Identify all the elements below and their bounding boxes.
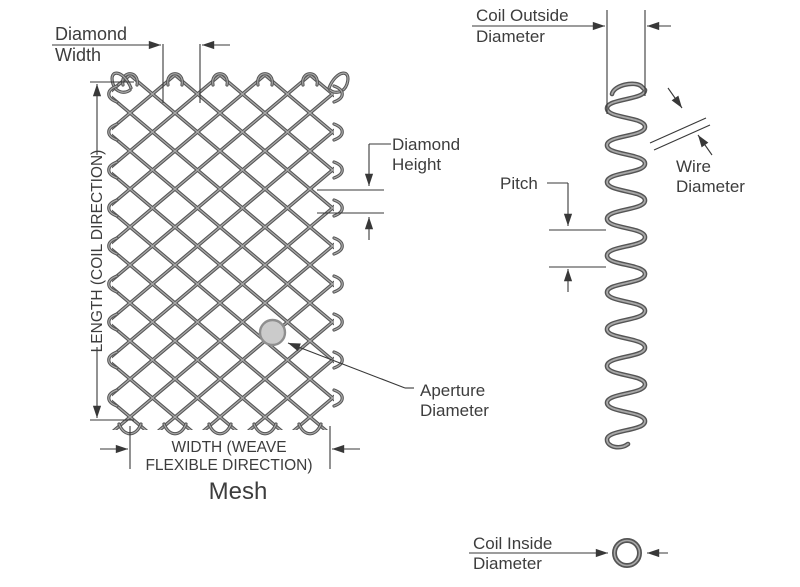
pitch-dimension: Pitch	[500, 174, 606, 292]
width-axis-label-line2: FLEXIBLE DIRECTION)	[145, 457, 312, 474]
coil-inside-label-line2: Diameter	[473, 554, 542, 573]
aperture-label-line2: Diameter	[420, 401, 489, 420]
aperture-label-line1: Aperture	[420, 381, 485, 400]
diamond-height-label-line1: Diamond	[392, 135, 460, 154]
diamond-width-label-line1: Diamond	[55, 24, 127, 44]
aperture-leader-line	[287, 342, 406, 389]
coil-outside-diameter-dimension: Coil Outside Diameter	[472, 6, 671, 114]
wire-diameter-label-line2: Diameter	[676, 177, 745, 196]
wire-diameter-line-lower	[653, 124, 711, 151]
coil-side-view	[604, 81, 648, 450]
aperture-diameter-callout: Aperture Diameter	[258, 318, 489, 420]
length-dimension: LENGTH (COIL DIRECTION)	[89, 81, 134, 421]
mesh-caption: Mesh	[209, 478, 268, 505]
diamond-width-label-line2: Width	[55, 45, 101, 65]
coil-cross-section-ring-highlight	[613, 539, 641, 567]
diamond-height-dimension: Diamond Height	[317, 135, 460, 240]
aperture-circle-icon	[258, 318, 287, 347]
coil-inside-diameter-callout: Coil Inside Diameter	[469, 534, 668, 573]
width-dimension: WIDTH (WEAVE FLEXIBLE DIRECTION)	[100, 426, 360, 474]
pitch-label: Pitch	[500, 174, 538, 193]
mesh-fabric	[107, 71, 350, 436]
wire-diameter-label-line1: Wire	[676, 157, 711, 176]
wire-diameter-arrow-lower	[697, 134, 713, 156]
wire-diameter-line-upper	[649, 117, 707, 144]
mesh-weave-area	[112, 75, 334, 430]
coil-outside-label-line1: Coil Outside	[476, 6, 569, 25]
length-axis-label: LENGTH (COIL DIRECTION)	[89, 150, 106, 353]
coil-inside-label-line1: Coil Inside	[473, 534, 552, 553]
width-axis-label-line1: WIDTH (WEAVE	[171, 439, 286, 456]
wire-diameter-arrow-upper	[667, 87, 683, 109]
wire-diameter-dimension: Wire Diameter	[649, 87, 745, 196]
diamond-height-label-line2: Height	[392, 155, 441, 174]
coil-outside-label-line2: Diameter	[476, 27, 545, 46]
diamond-width-dimension: Diamond Width	[52, 24, 230, 103]
